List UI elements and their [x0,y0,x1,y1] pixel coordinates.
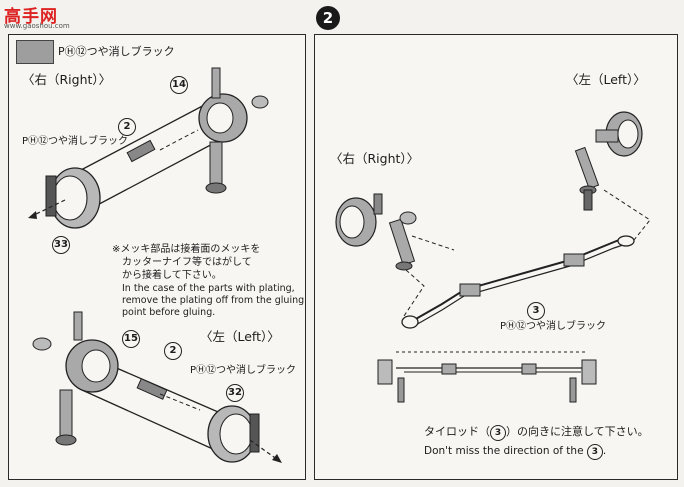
paint-note-bottom: PⒽ⑫つや消しブラック [190,365,297,376]
paint-note-top: PⒽ⑫つや消しブラック [22,136,129,147]
part-number-2-top: 2 [118,118,136,136]
caution-en-pre: Don't miss the direction of the [424,445,584,457]
caution-en: Don't miss the direction of the 3. [424,444,606,460]
left-panel [8,34,306,480]
site-logo: 高手网 www.gaoshou.com [4,2,74,32]
caution-jp-num: 3 [490,425,506,441]
caution-jp-post: ）の向きに注意して下さい。 [506,425,649,438]
caution-en-num: 3 [586,444,603,460]
left-axle-assembly-drawing [32,311,282,463]
right-panel-left-header: 〈左（Left）〉 [566,72,646,87]
caution-en-post: . [602,445,607,457]
right-side-header: 〈右（Right）〉 [22,72,112,87]
part-number-2-bottom: 2 [164,342,182,360]
left-side-header: 〈左（Left）〉 [200,329,280,344]
right-axle-assembly-drawing [28,67,269,229]
step-number-badge: 2 [316,6,340,30]
paint-swatch [16,40,54,64]
part-number-3: 3 [527,302,545,320]
plating-note-en-3: point before gluing. [122,307,216,318]
logo-main-text: 高手网 [4,7,58,27]
plating-note-en-1: In the case of the parts with plating, [122,283,295,294]
part-number-32: 32 [226,384,244,402]
right-panel-paint-note: PⒽ⑫つや消しブラック [500,321,607,332]
part-number-33: 33 [52,236,70,254]
tie-rod-assembly-drawing [335,111,651,329]
plating-note-jp-3: から接着して下さい。 [122,270,222,281]
plating-note-jp-2: カッターナイフ等ではがして [122,257,252,268]
caution-jp: タイロッド（3）の向きに注意して下さい。 [424,425,649,441]
plating-note-jp-1: ※メッキ部品は接着面のメッキを [112,244,261,255]
right-panel [314,34,678,480]
right-panel-right-header: 〈右（Right）〉 [330,151,420,166]
logo-sub-text: www.gaoshou.com [4,22,70,30]
part-number-14: 14 [170,76,188,94]
caution-jp-pre: タイロッド（ [424,425,490,438]
part-number-15: 15 [122,330,140,348]
plating-note-en-2: remove the plating off from the gluing [122,295,305,306]
legend-text: PⒽ⑫つや消しブラック [58,45,175,58]
tie-rod-overview-drawing [377,351,597,403]
